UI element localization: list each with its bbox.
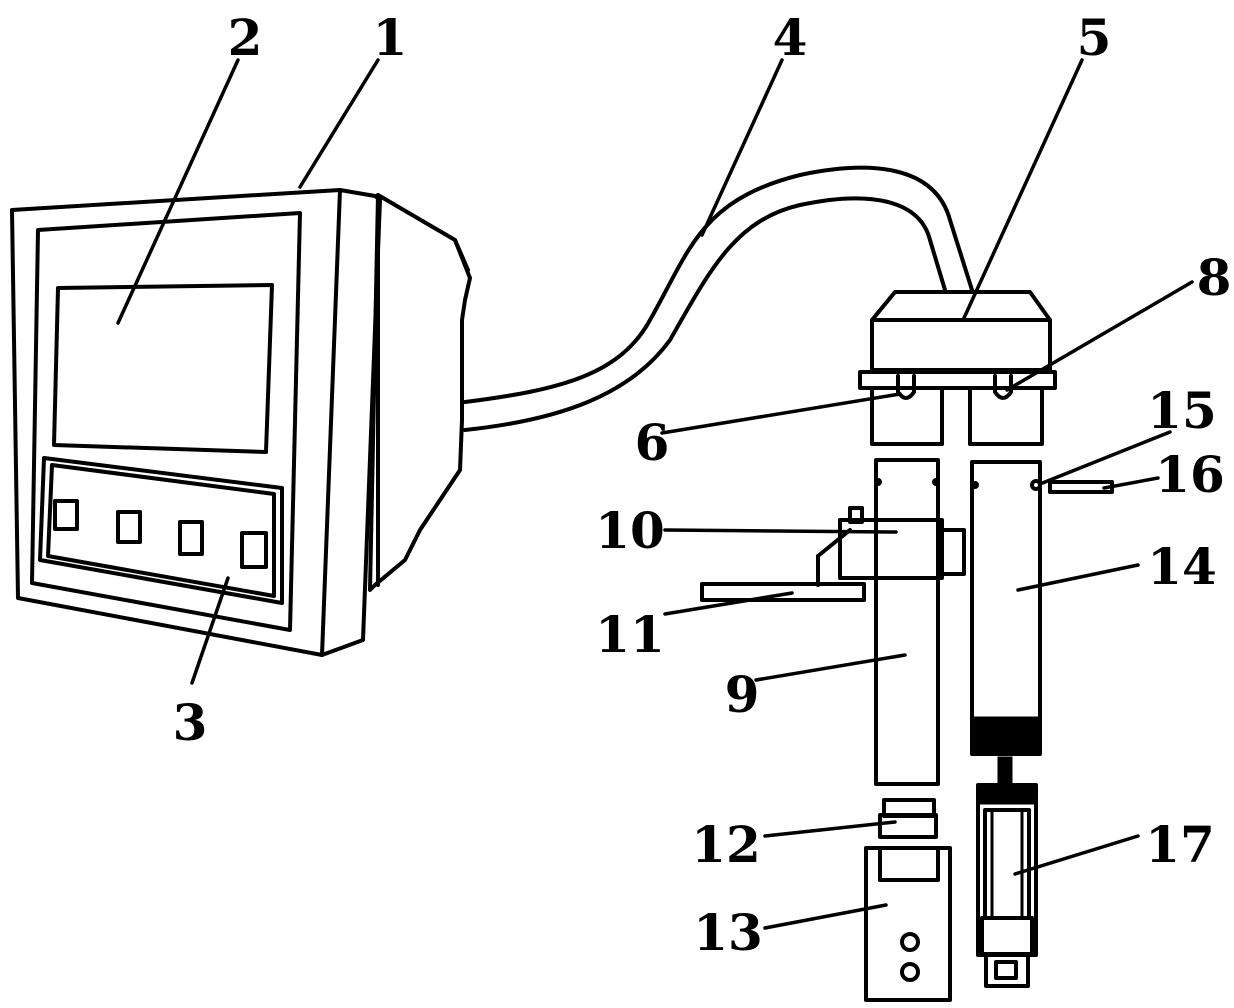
panel-button-3: [178, 520, 204, 556]
button-panel: [38, 456, 284, 605]
leader-4: [700, 58, 784, 237]
leader-3: [190, 576, 230, 685]
panel-button-2: [116, 510, 142, 544]
leader-14: [1016, 563, 1140, 592]
callout-10: 10: [595, 501, 665, 560]
electrode-17: [976, 756, 1038, 988]
callout-1: 1: [373, 8, 408, 67]
callout-3: 3: [173, 693, 208, 752]
leader-lines: [116, 58, 1194, 930]
leader-12: [763, 820, 897, 838]
display-screen: [52, 283, 274, 454]
callout-17: 17: [1145, 815, 1215, 874]
callout-4: 4: [773, 8, 808, 67]
signal-cable: [463, 165, 974, 432]
callout-2: 2: [228, 8, 263, 67]
leader-15: [1038, 430, 1172, 486]
leader-16: [1102, 476, 1160, 490]
callout-11: 11: [595, 605, 665, 664]
clamp-10: [816, 506, 966, 587]
callout-16: 16: [1155, 445, 1225, 504]
probe-cap-12: [878, 798, 938, 839]
leader-13: [763, 903, 888, 930]
leader-2: [116, 58, 240, 325]
leader-10: [663, 528, 898, 534]
callout-5: 5: [1077, 8, 1112, 67]
leader-5: [962, 58, 1084, 320]
panel-button-1: [53, 499, 79, 531]
leader-6: [660, 392, 902, 435]
leader-11: [663, 591, 794, 616]
right-probe-14: [970, 460, 1042, 756]
callout-15: 15: [1147, 381, 1217, 440]
connector-head: [858, 290, 1057, 446]
callout-8: 8: [1197, 248, 1232, 307]
latch-8: [993, 374, 1013, 400]
left-probe-9: [874, 458, 940, 786]
callout-13: 13: [693, 903, 763, 962]
leader-9: [754, 653, 907, 682]
callout-labels: 1 2 3 4 5 6 8 9 10 11 12 13 14 15 16 17: [173, 8, 1232, 962]
leader-8: [1005, 280, 1194, 392]
bracket-arm-11: [700, 582, 866, 602]
latch-6: [896, 374, 916, 400]
callout-9: 9: [725, 665, 760, 724]
sensor-housing-13: [864, 846, 952, 1002]
callout-6: 6: [635, 413, 670, 472]
panel-button-4: [240, 531, 268, 569]
callout-12: 12: [691, 815, 761, 874]
leader-17: [1013, 834, 1140, 876]
callout-14: 14: [1147, 537, 1217, 596]
leader-1: [298, 58, 380, 189]
controller-housing: [10, 188, 472, 657]
